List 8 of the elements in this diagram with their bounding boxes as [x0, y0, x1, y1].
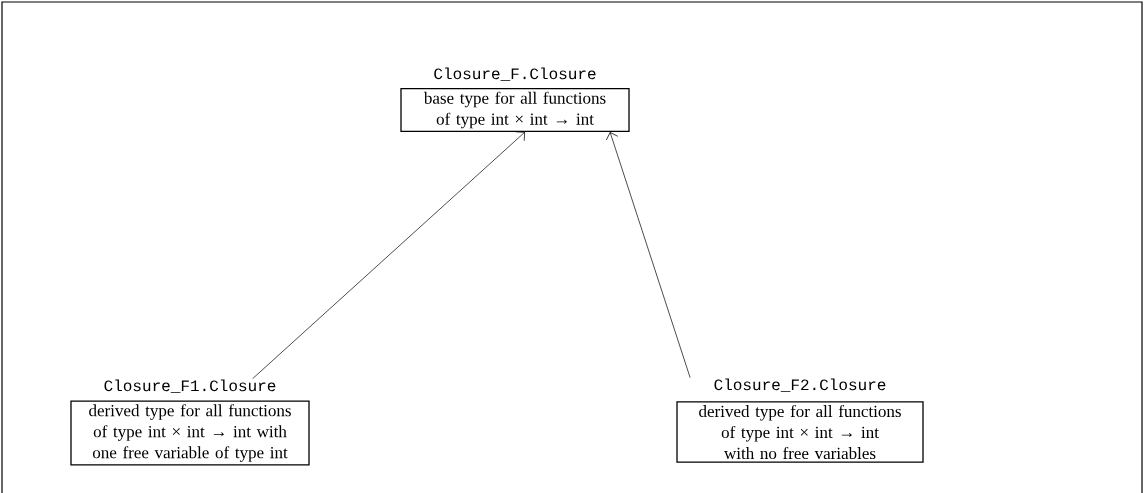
type-box: derived type for all functions of type int × int → int with no free variables: [676, 401, 924, 463]
arrow: [252, 131, 525, 379]
type-name: Closure_F1.Closure: [104, 379, 276, 393]
type-name: Closure_F.Closure: [434, 67, 596, 81]
type-name: Closure_F2.Closure: [714, 378, 886, 392]
type-box: base type for all functions of type int × int → int: [400, 88, 630, 132]
arrow: [605, 132, 691, 378]
type-box: derived type for all functions of type int × int → int with one free variable of type int: [70, 400, 310, 466]
